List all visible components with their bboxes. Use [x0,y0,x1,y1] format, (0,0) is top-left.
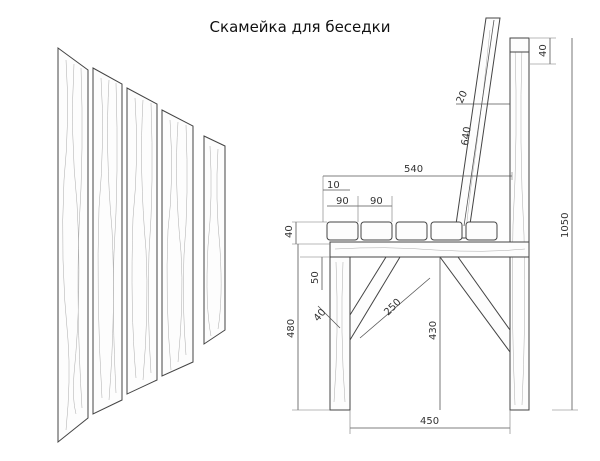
dim-90-b: 90 [370,196,383,207]
dim-430: 430 [428,321,439,340]
dim-480: 480 [286,319,297,338]
front-leg [329,256,351,411]
slat-1 [57,47,89,444]
dim-40-seat: 40 [284,225,295,238]
diagram-title: Скамейка для беседки [209,18,391,36]
dim-50: 50 [310,271,321,284]
slat-4 [161,109,194,377]
dim-10: 10 [327,180,340,191]
dim-40-top: 40 [538,44,549,57]
front-brace [349,256,401,342]
bench-side-view [326,17,530,411]
seat-board-3 [395,221,428,241]
seat-board-2 [360,221,393,241]
seat-board-1 [326,221,359,241]
dim-250: 250 [382,297,403,318]
dim-20: 20 [455,89,470,105]
dim-90-a: 90 [336,196,349,207]
slat-5 [203,135,226,345]
seat-board-5 [465,221,498,241]
rear-brace [439,256,511,354]
seat-board-4 [430,221,463,241]
dim-640: 640 [460,126,474,146]
dimension-labels: 40 1050 20 640 540 10 90 90 40 50 40 250… [284,44,571,427]
dimension-lines [292,19,578,434]
slat-3 [126,87,158,395]
slats-perspective [57,47,226,444]
dim-450: 450 [420,416,439,427]
slat-2 [92,67,123,415]
backrest [453,17,501,239]
dim-1050: 1050 [560,213,571,238]
dim-40-leg: 40 [312,307,329,324]
rear-post-cap [509,37,530,53]
dim-540: 540 [404,164,423,175]
